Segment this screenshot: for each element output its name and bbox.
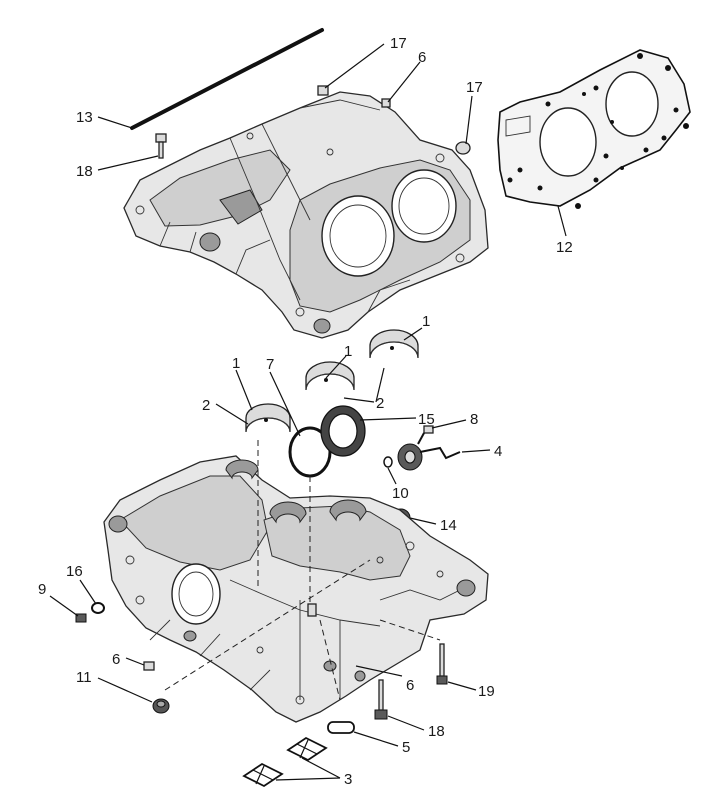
sealant-strip [130, 28, 324, 130]
oil-jet-bolt [417, 425, 434, 445]
callout-4: 4 [494, 443, 502, 460]
bolt-upper [155, 133, 167, 159]
callout-6b: 6 [112, 651, 120, 668]
dowel-lower [307, 603, 317, 617]
callout-17a: 17 [390, 35, 407, 52]
callout-16: 16 [66, 563, 83, 580]
upper-crankcase-half [123, 91, 489, 339]
callout-5: 5 [402, 739, 410, 756]
callout-15: 15 [418, 411, 435, 428]
main-bearing-shell-right [369, 329, 419, 359]
main-bearing-shell-middle [305, 361, 355, 391]
callout-6a: 6 [418, 49, 426, 66]
bolt-lower [374, 679, 388, 720]
callout-1c: 1 [232, 355, 240, 372]
plug-left [143, 661, 155, 671]
callout-1a: 1 [422, 313, 430, 330]
oil-gallery-plug [152, 698, 170, 714]
strainer-gasket [327, 721, 355, 734]
drain-bolt [75, 613, 87, 623]
filter-screen-upper [286, 736, 328, 762]
cylinder-base-gasket [497, 49, 691, 209]
callout-6c: 6 [406, 677, 414, 694]
main-bearing-shell-left [245, 403, 291, 433]
dowel-pin-right [455, 141, 471, 155]
callout-10: 10 [392, 485, 409, 502]
dowel-pin-upper [317, 85, 329, 96]
assembly-line-5 [319, 619, 341, 701]
sealing-washer [91, 602, 105, 614]
oil-seal [320, 405, 366, 457]
callout-19: 19 [478, 683, 495, 700]
bolt-long [436, 643, 448, 685]
callout-1b: 1 [344, 343, 352, 360]
o-ring [383, 456, 393, 468]
callout-labels: 13 18 17 6 17 12 1 1 7 1 2 2 15 8 4 10 1… [38, 35, 573, 788]
callout-12: 12 [556, 239, 573, 256]
callout-18a: 18 [76, 163, 93, 180]
assembly-line-4 [379, 619, 441, 641]
callout-7: 7 [266, 356, 274, 373]
callout-2a: 2 [202, 397, 210, 414]
lower-crankcase-half [103, 455, 489, 723]
callout-11: 11 [76, 669, 92, 686]
plug-upper [381, 98, 391, 108]
callout-9: 9 [38, 581, 46, 598]
assembly-line-3 [164, 559, 371, 691]
callout-14: 14 [440, 517, 457, 534]
callout-13a: 13 [76, 109, 93, 126]
callout-18b: 18 [428, 723, 445, 740]
filter-screen-lower [242, 762, 284, 788]
leader-lines [49, 43, 567, 781]
callout-3: 3 [344, 771, 352, 788]
oil-jet [397, 443, 461, 471]
callout-8: 8 [470, 411, 478, 428]
callout-17b: 17 [466, 79, 483, 96]
callout-2b: 2 [376, 395, 384, 412]
